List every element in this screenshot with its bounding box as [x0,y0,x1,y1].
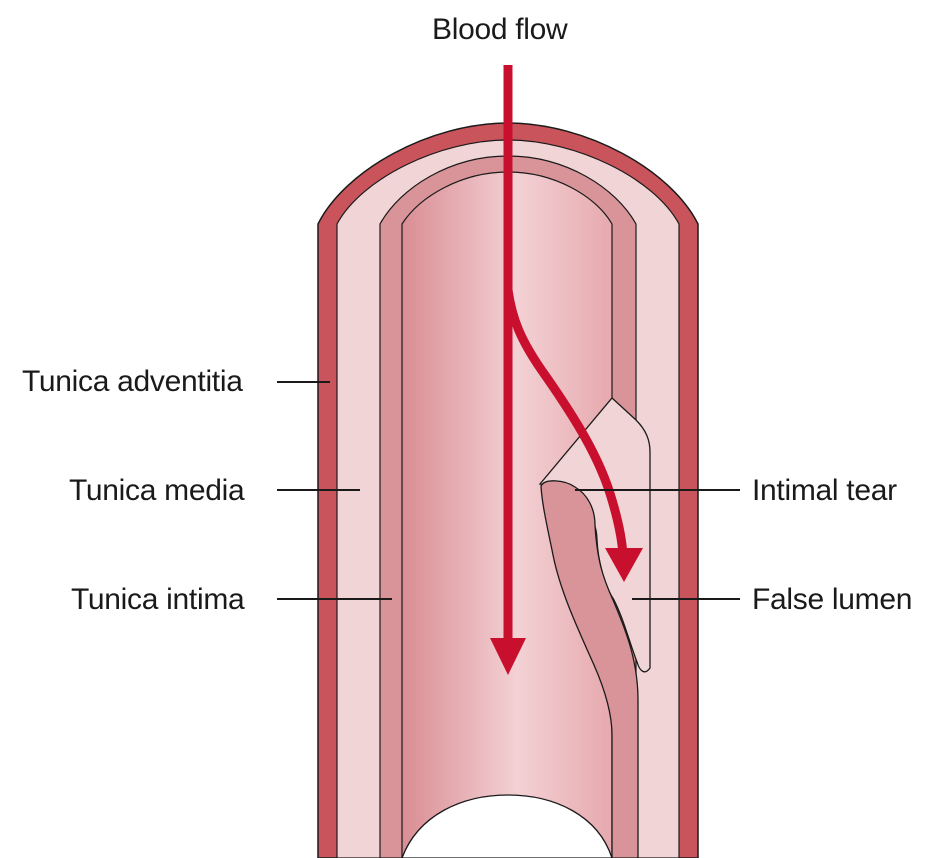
label-false-lumen: False lumen [752,582,912,618]
label-tunica-intima: Tunica intima [71,582,244,618]
label-tunica-adventitia: Tunica adventitia [22,364,243,400]
label-tunica-media: Tunica media [69,473,244,509]
label-intimal-tear: Intimal tear [752,473,897,509]
label-blood-flow: Blood flow [432,12,567,48]
